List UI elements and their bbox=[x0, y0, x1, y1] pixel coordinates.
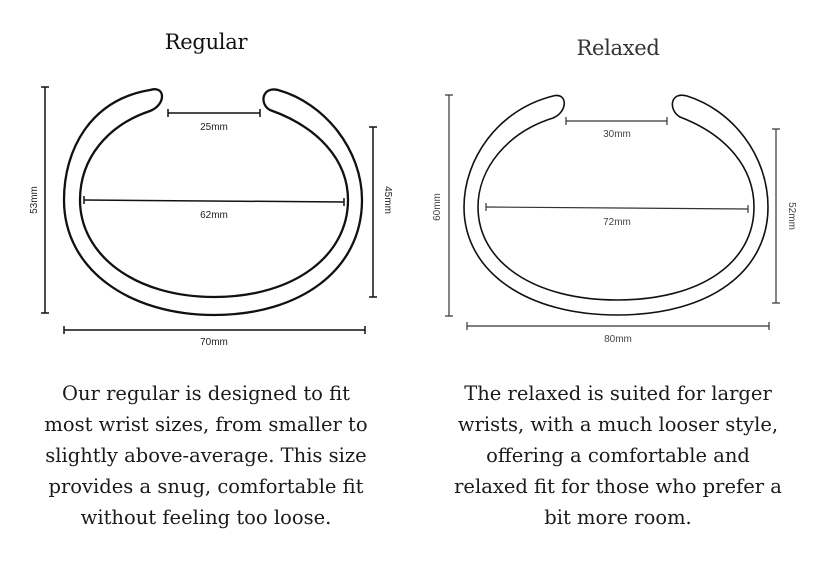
relaxed-outer-height-dimension: 60mm bbox=[432, 94, 453, 317]
regular-bracelet-shape bbox=[62, 88, 364, 317]
relaxed-outer-height-label: 60mm bbox=[432, 193, 443, 221]
regular-panel: Regular 25mm 62mm 53mm bbox=[0, 0, 412, 585]
relaxed-inner-width-label: 72mm bbox=[603, 217, 631, 228]
relaxed-description-line: The relaxed is suited for larger bbox=[464, 382, 772, 405]
relaxed-inner-height-dimension: 52mm bbox=[772, 128, 797, 304]
regular-description: Our regular is designed to fit most wris… bbox=[20, 378, 392, 533]
regular-gap-dimension: 25mm bbox=[167, 109, 261, 133]
regular-gap-label: 25mm bbox=[200, 122, 228, 133]
relaxed-outer-width-dimension: 80mm bbox=[466, 322, 770, 345]
relaxed-inner-height-label: 52mm bbox=[786, 202, 797, 230]
regular-description-line: provides a snug, comfortable fit bbox=[48, 475, 364, 498]
regular-bracelet-diagram: 25mm 62mm 53mm 45mm 70mm bbox=[29, 86, 393, 348]
relaxed-panel: Relaxed 30mm 72mm 60mm 52mm bbox=[412, 0, 824, 585]
regular-title: Regular bbox=[164, 30, 248, 54]
relaxed-description-line: offering a comfortable and bbox=[486, 444, 750, 467]
regular-outer-width-dimension: 70mm bbox=[63, 326, 366, 348]
regular-inner-height-dimension: 45mm bbox=[369, 126, 393, 298]
relaxed-description-line: bit more room. bbox=[544, 506, 692, 529]
regular-inner-width-label: 62mm bbox=[200, 210, 228, 221]
relaxed-description: The relaxed is suited for larger wrists,… bbox=[432, 378, 804, 533]
regular-description-line: Our regular is designed to fit bbox=[62, 382, 350, 405]
regular-description-line: without feeling too loose. bbox=[80, 506, 332, 529]
relaxed-bracelet-shape bbox=[463, 94, 769, 316]
relaxed-description-line: wrists, with a much looser style, bbox=[457, 413, 779, 436]
regular-outer-height-label: 53mm bbox=[29, 186, 40, 214]
regular-description-line: most wrist sizes, from smaller to bbox=[44, 413, 368, 436]
relaxed-gap-label: 30mm bbox=[603, 129, 631, 140]
regular-outer-height-dimension: 53mm bbox=[29, 86, 49, 314]
relaxed-bracelet-diagram: 30mm 72mm 60mm 52mm 80mm bbox=[432, 94, 797, 345]
relaxed-title: Relaxed bbox=[576, 36, 660, 60]
relaxed-gap-dimension: 30mm bbox=[565, 117, 668, 140]
relaxed-inner-width-dimension: 72mm bbox=[485, 203, 749, 228]
relaxed-description-line: relaxed fit for those who prefer a bbox=[454, 475, 782, 498]
regular-inner-height-label: 45mm bbox=[382, 186, 393, 214]
regular-inner-width-dimension: 62mm bbox=[83, 196, 345, 221]
regular-description-line: slightly above-average. This size bbox=[45, 444, 367, 467]
relaxed-outer-width-label: 80mm bbox=[604, 334, 632, 345]
regular-outer-width-label: 70mm bbox=[200, 337, 228, 348]
